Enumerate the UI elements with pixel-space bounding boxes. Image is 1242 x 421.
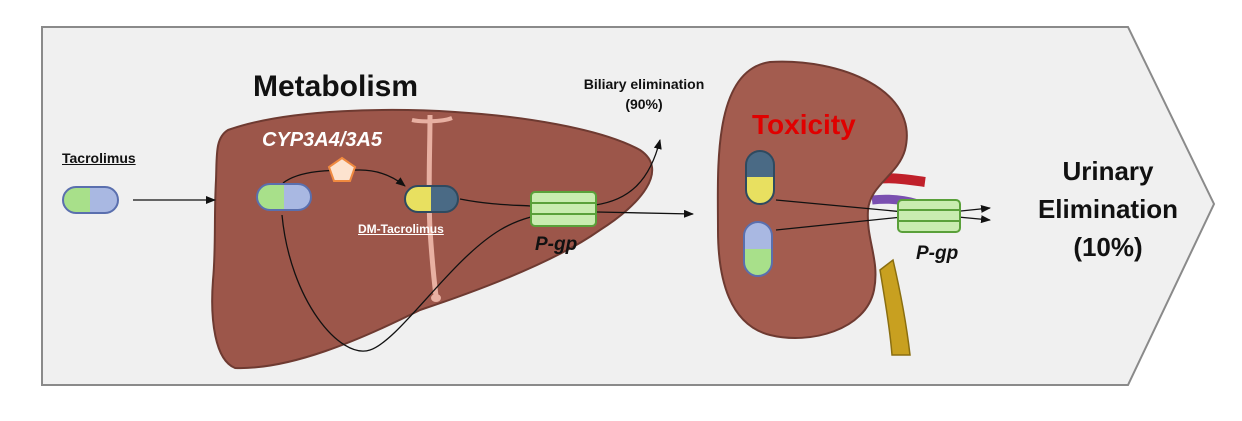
pgp-transporter-liver <box>530 191 597 227</box>
metabolism-label: Metabolism <box>253 70 419 103</box>
dm-tacrolimus-pill <box>404 185 459 213</box>
arrow-biliary-elimination <box>594 139 662 206</box>
biliary-elimination-pct: (90%) <box>625 96 663 112</box>
urinary-line-2: Elimination <box>1037 194 1179 224</box>
arrow-metabolite-to-pgp <box>459 198 531 207</box>
urinary-line-1: Urinary <box>1062 156 1154 186</box>
dm-tacrolimus-label: DM-Tacrolimus <box>358 222 444 236</box>
pgp-liver-label: P-gp <box>535 234 578 255</box>
pgp-kidney-label: P-gp <box>916 243 959 264</box>
urinary-elimination-block: Urinary Elimination (10%) <box>1020 152 1196 266</box>
tacrolimus-pill-kidney <box>743 221 773 277</box>
dm-tacrolimus-pill-kidney <box>745 150 775 205</box>
tacrolimus-pill <box>62 186 119 214</box>
biliary-elimination-block: Biliary elimination (90%) <box>566 74 722 114</box>
biliary-elimination-label: Biliary elimination <box>583 76 705 92</box>
arrow-metabolism <box>282 169 406 187</box>
pgp-transporter-kidney <box>897 199 961 233</box>
arrow-direct-to-pgp <box>281 211 561 352</box>
tacrolimus-label: Tacrolimus <box>62 150 136 166</box>
tacrolimus-pill-in-liver <box>256 183 312 211</box>
enzyme-label: CYP3A4/3A5 <box>262 129 383 151</box>
urinary-elimination-pct: (10%) <box>1073 232 1143 262</box>
cyp3a4-enzyme-icon <box>327 156 357 182</box>
arrow-liver-to-kidney <box>596 209 694 218</box>
toxicity-label: Toxicity <box>752 109 856 140</box>
liver-organ <box>211 108 654 370</box>
